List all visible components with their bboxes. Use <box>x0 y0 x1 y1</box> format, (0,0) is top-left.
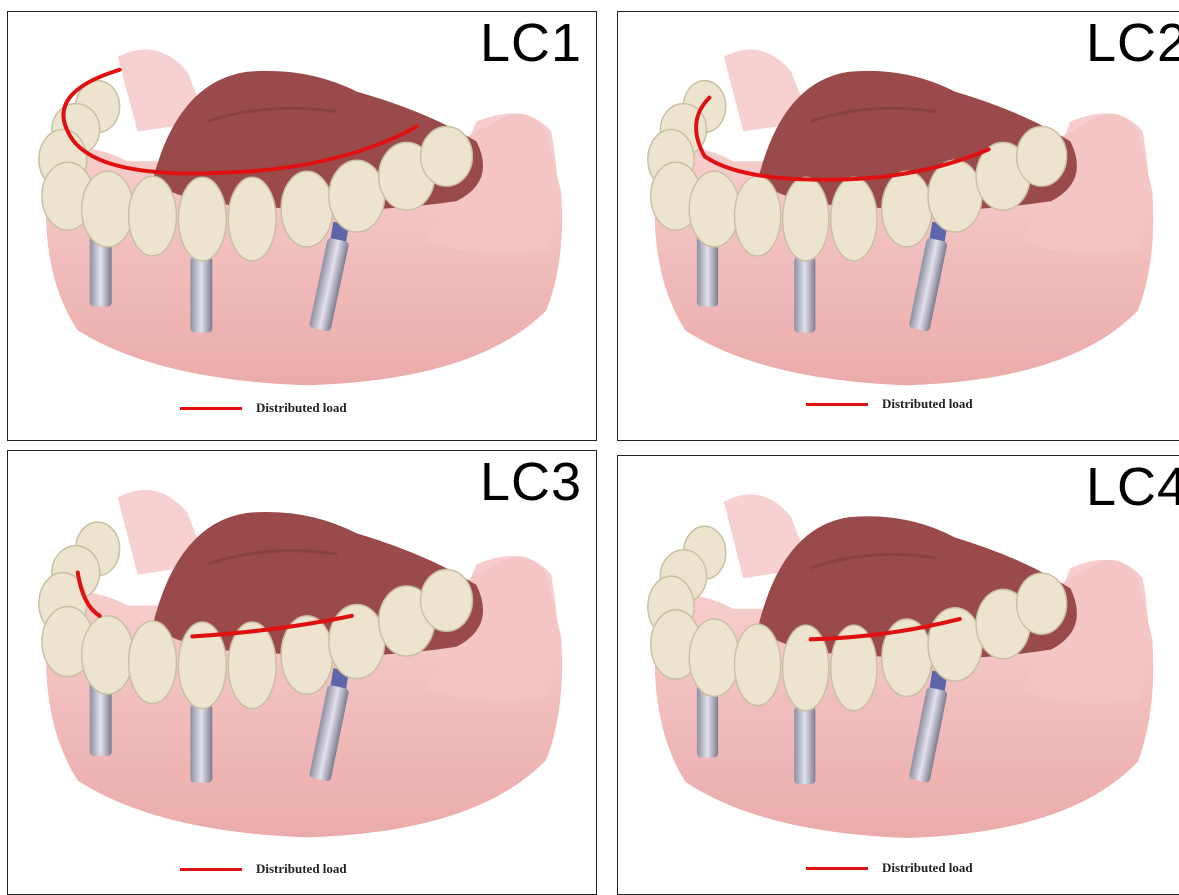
dental-implant-illustration <box>8 12 596 440</box>
panel-label: LC3 <box>480 455 582 509</box>
dental-implant-illustration <box>618 12 1179 440</box>
legend-label: Distributed load <box>882 860 973 876</box>
legend-line-swatch <box>806 403 868 406</box>
legend: Distributed load <box>180 861 347 877</box>
legend-label: Distributed load <box>882 396 973 412</box>
legend-line-swatch <box>180 868 242 871</box>
legend-label: Distributed load <box>256 400 347 416</box>
legend: Distributed load <box>806 860 973 876</box>
panel-label: LC2 <box>1086 16 1179 70</box>
legend: Distributed load <box>806 396 973 412</box>
panel-lc1: LC1 Distributed load <box>7 11 597 441</box>
panel-lc4: LC4 Distributed load <box>617 455 1179 895</box>
panel-lc3: LC3 Distributed load <box>7 450 597 895</box>
legend-line-swatch <box>806 867 868 870</box>
legend-label: Distributed load <box>256 861 347 877</box>
legend-line-swatch <box>180 407 242 410</box>
legend: Distributed load <box>180 400 347 416</box>
panel-lc2: LC2 Distributed load <box>617 11 1179 441</box>
dental-implant-illustration <box>618 456 1179 894</box>
panel-label: LC4 <box>1086 460 1179 514</box>
panel-label: LC1 <box>480 16 582 70</box>
dental-implant-illustration <box>8 451 596 894</box>
